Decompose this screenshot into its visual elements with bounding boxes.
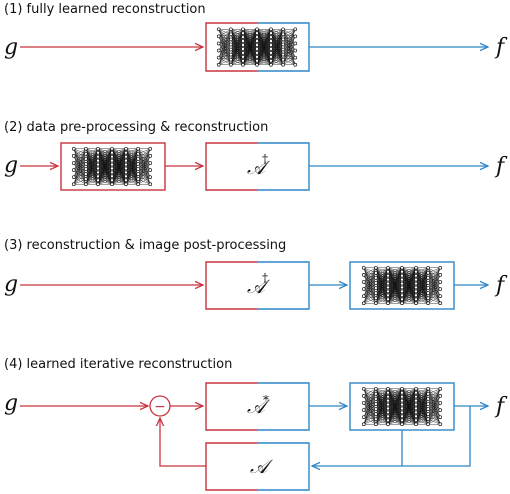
section-title: (4) learned iterative reconstruction (4, 357, 232, 372)
network-block (349, 261, 455, 310)
network-block (205, 22, 310, 72)
section-title: (3) reconstruction & image post-processi… (4, 238, 286, 253)
output-f: f (494, 35, 508, 60)
section-title: (2) data pre-processing & reconstruction (4, 120, 268, 135)
operator-superscript: † (262, 271, 268, 285)
neural-network-icon (71, 146, 153, 187)
operator-symbol: 𝒜 (250, 456, 274, 478)
section-fully-learned: (1) fully learned reconstruction g f (4, 2, 508, 72)
neural-network-icon (216, 27, 298, 67)
feedback-arrow (312, 406, 471, 466)
section-learned-iterative: (4) learned iterative reconstruction g −… (4, 357, 508, 491)
input-g: g (4, 391, 18, 416)
output-f: f (494, 154, 508, 179)
section-post-processing: (3) reconstruction & image post-processi… (4, 238, 508, 310)
input-g: g (4, 272, 18, 297)
operator-superscript: † (262, 152, 268, 166)
section-pre-processing: (2) data pre-processing & reconstruction… (4, 120, 508, 191)
operator-superscript: * (263, 393, 269, 407)
output-f: f (494, 273, 508, 298)
subtract-node: − (149, 395, 171, 417)
network-block (60, 142, 166, 191)
forward-operator-block: 𝒜 (205, 442, 310, 491)
neural-network-icon (361, 386, 443, 427)
adjoint-block: 𝒜 * (205, 382, 310, 431)
input-g: g (4, 153, 18, 178)
network-block (349, 382, 455, 431)
pseudo-inverse-block: 𝒜 † (205, 261, 310, 310)
output-f: f (494, 394, 508, 419)
input-g: g (4, 35, 18, 60)
neural-network-icon (361, 265, 443, 306)
minus-sign: − (154, 399, 166, 415)
pseudo-inverse-block: 𝒜 † (205, 142, 310, 191)
subtract-feedback-arrow (160, 418, 206, 467)
section-title: (1) fully learned reconstruction (4, 2, 206, 17)
